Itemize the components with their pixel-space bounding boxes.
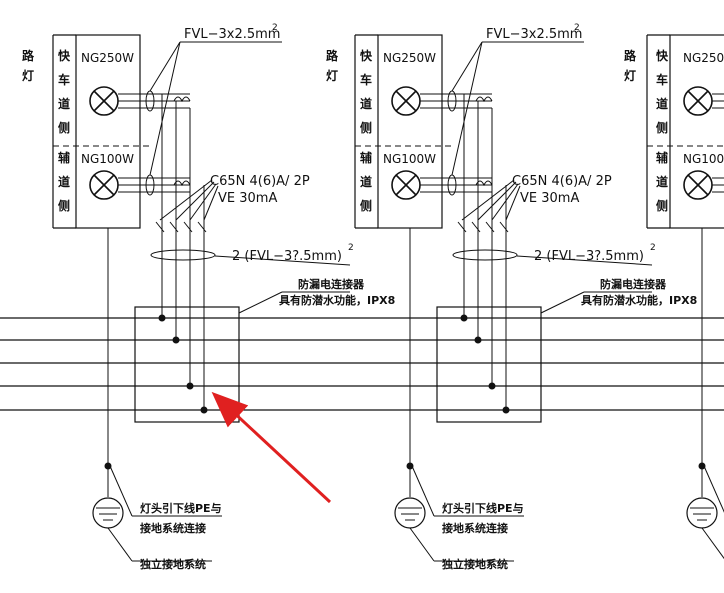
lamp-100-label: NG100W	[683, 152, 724, 166]
cable-bottom-sup: 2	[650, 243, 656, 253]
connector-label-1: 防漏电连接器	[600, 277, 667, 291]
aux-lane-char-3: 侧	[656, 198, 668, 213]
fast-lane-char-4: 侧	[360, 120, 372, 135]
breaker-label-1: C65N 4(6)A/ 2P	[210, 174, 310, 189]
aux-lane-char-1: 辅	[360, 150, 372, 165]
cable-bottom-label: 2 (FVL−3?.5mm)	[534, 249, 644, 264]
aux-lane-char-2: 道	[360, 174, 372, 189]
breaker-label-2: VE 30mA	[218, 191, 277, 206]
bus-lines	[0, 317, 724, 411]
breaker-label-2: VE 30mA	[520, 191, 579, 206]
aux-lane-char-2: 道	[656, 174, 668, 189]
annotation-arrow	[211, 391, 332, 504]
connector-label-1: 防漏电连接器	[298, 277, 365, 291]
fast-lane-char-2: 车	[360, 72, 372, 87]
ground-label: 独立接地系统	[139, 557, 206, 571]
ground-label: 独立接地系统	[441, 557, 508, 571]
module-2-labels: 路 灯 快 车 道 侧 辅 道 侧 NG250W NG100W FVL−3x2.…	[326, 23, 697, 571]
aux-lane-char-3: 侧	[360, 198, 372, 213]
cable-bottom-label: 2 (FVL−3?.5mm)	[232, 249, 342, 264]
aux-lane-char-1: 辅	[656, 150, 668, 165]
pe-label-2: 接地系统连接	[140, 521, 206, 535]
fast-lane-char-2: 车	[58, 72, 70, 87]
aux-lane-char-3: 侧	[58, 198, 70, 213]
cable-top-label: FVL−3x2.5mm	[184, 27, 280, 42]
module-1-labels: 路 灯 快 车 道 侧 辅 道 侧 NG250W NG100W FVL−3x2.…	[22, 23, 395, 571]
side-label-lu: 路	[326, 48, 339, 63]
side-label-deng: 灯	[624, 68, 636, 83]
fast-lane-char-4: 侧	[656, 120, 668, 135]
connector-label-2: 具有防潜水功能，IPX8	[581, 293, 697, 307]
fast-lane-char-3: 道	[58, 96, 70, 111]
cable-bottom-sup: 2	[348, 243, 354, 253]
module-3-labels: 路 灯 快 车 道 侧 辅 道 侧 NG250W NG100W	[624, 48, 724, 213]
breaker-label-1: C65N 4(6)A/ 2P	[512, 174, 612, 189]
fast-lane-char-3: 道	[360, 96, 372, 111]
cable-top-sup: 2	[272, 23, 278, 33]
lamp-100-label: NG100W	[383, 152, 436, 166]
cable-top-label: FVL−3x2.5mm	[486, 27, 582, 42]
aux-lane-char-2: 道	[58, 174, 70, 189]
cable-top-sup: 2	[574, 23, 580, 33]
fast-lane-char-1: 快	[656, 48, 669, 63]
aux-lane-char-1: 辅	[58, 150, 70, 165]
side-label-lu: 路	[624, 48, 637, 63]
fast-lane-char-2: 车	[656, 72, 668, 87]
pe-label-2: 接地系统连接	[442, 521, 508, 535]
lamp-100-label: NG100W	[81, 152, 134, 166]
lamp-250-label: NG250W	[383, 51, 436, 65]
fast-lane-char-1: 快	[58, 48, 71, 63]
fast-lane-char-4: 侧	[58, 120, 70, 135]
pe-label-1: 灯头引下线PE与	[140, 501, 222, 515]
lamp-250-label: NG250W	[81, 51, 134, 65]
pe-label-1: 灯头引下线PE与	[442, 501, 524, 515]
lamp-250-label: NG250W	[683, 51, 724, 65]
side-label-deng: 灯	[326, 68, 338, 83]
fast-lane-char-1: 快	[360, 48, 373, 63]
connector-label-2: 具有防潜水功能，IPX8	[279, 293, 395, 307]
side-label-lu: 路	[22, 48, 35, 63]
fast-lane-char-3: 道	[656, 96, 668, 111]
side-label-deng: 灯	[22, 68, 34, 83]
